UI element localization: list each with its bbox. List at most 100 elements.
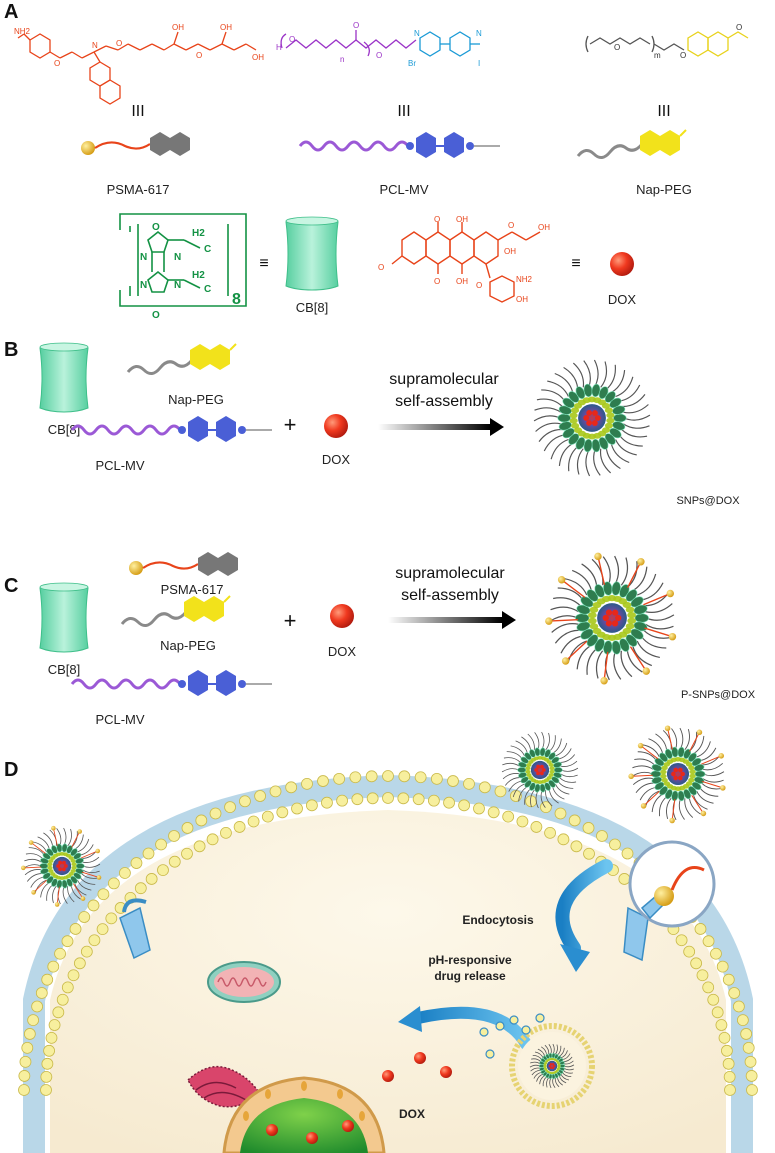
identical-sign-cb8: ≡ (259, 255, 268, 272)
snps-dox-nanoparticle (533, 359, 651, 477)
cb8-c-1: C (204, 244, 211, 255)
cb8-c-2: C (204, 284, 211, 295)
panel-label-c: C (4, 575, 18, 597)
p-snps-dox-left-cell (21, 825, 102, 907)
label-dox-a: DOX (608, 292, 637, 307)
cb8-barrel (285, 216, 339, 291)
nap-peg-cartoon-b (126, 343, 237, 375)
nap-peg-cartoon (576, 129, 687, 159)
label-nap-peg-b: Nap-PEG (168, 392, 224, 407)
dox-sphere-b (324, 414, 348, 438)
label-psma-617-c: PSMA-617 (161, 582, 224, 597)
peg-o-label-2: O (680, 51, 686, 60)
assembly-arrow-b (378, 418, 504, 436)
receptor-zoom-inset (628, 840, 716, 928)
label-dox-c: DOX (328, 644, 357, 659)
panel-label-a: A (4, 1, 18, 23)
endocytosis-arrow (555, 859, 613, 972)
drug-release-arrow (398, 1006, 532, 1050)
nap-peg-structure (585, 31, 749, 57)
dox-oh-1: OH (456, 215, 468, 224)
cb8-h2-1: H2 (192, 228, 205, 239)
cytoplasm (50, 810, 726, 1153)
pcl-h-label: H (276, 43, 282, 52)
cb8-barrel-b (39, 342, 89, 413)
psma-receptor-left (119, 898, 151, 960)
dox-free-2 (414, 1052, 426, 1064)
psma-617-cartoon (81, 132, 190, 156)
pcl-mv-cartoon-c (70, 670, 272, 696)
label-nap-peg-c: Nap-PEG (160, 638, 216, 653)
pcl-mv-cartoon (298, 132, 500, 158)
panel-label-d: D (4, 759, 18, 781)
arrow-label-c-2: self-assembly (401, 587, 499, 604)
dox-structure (391, 222, 541, 303)
plus-sign-c: + (284, 608, 297, 633)
mv-n-label-2: N (476, 29, 482, 38)
psma-617-structure (17, 31, 257, 105)
label-cb8-b: CB[8] (48, 422, 81, 437)
dox-oh-3: OH (538, 223, 550, 232)
cb8-eight: 8 (232, 291, 241, 308)
label-release-1: pH-responsive (428, 953, 512, 967)
dox-nucleus-1 (266, 1124, 278, 1136)
nucleus (222, 1076, 386, 1153)
nap-o-label: O (736, 23, 742, 32)
label-release-2: drug release (434, 969, 506, 983)
equiv-pclmv: III (397, 103, 410, 120)
pcl-o-label-2: O (353, 21, 359, 30)
label-cb8-c: CB[8] (48, 662, 81, 677)
snps-dox-cell-top (501, 731, 579, 809)
assembly-arrow-c (388, 611, 516, 629)
plus-sign-b: + (284, 412, 297, 437)
label-snps-dox: SNPs@DOX (676, 495, 740, 507)
cb8-n-1: N (140, 252, 147, 263)
dox-oh-5: OH (516, 295, 528, 304)
cb8-n-3: N (174, 252, 181, 263)
arrow-label-c-1: supramolecular (395, 565, 505, 582)
pcl-o-label-3: O (376, 51, 382, 60)
dox-sphere-a (610, 252, 634, 276)
nap-peg-cartoon-c (120, 595, 231, 627)
dox-o-1: O (434, 215, 440, 224)
label-nap-peg: Nap-PEG (636, 182, 692, 197)
dox-o-2: O (434, 277, 440, 286)
psma-nh2-label: NH2 (14, 27, 31, 36)
p-snps-dox-endosome (529, 1043, 575, 1089)
pcl-mv-structure (280, 30, 480, 57)
dox-nh2: NH2 (516, 275, 533, 284)
cb8-barrel-c (39, 582, 89, 653)
cb8-h2-2: H2 (192, 270, 205, 281)
pcl-o-label-1: O (289, 35, 295, 44)
label-dox-d: DOX (399, 1107, 425, 1121)
psma-o-label-2: O (116, 39, 122, 48)
dox-sphere-c (330, 604, 354, 628)
equiv-nappeg: III (657, 103, 670, 120)
mv-n-label-1: N (414, 29, 420, 38)
psma-oh-label-1: OH (172, 23, 184, 32)
pcl-mv-cartoon-b (70, 416, 272, 442)
cb8-structure (119, 213, 247, 307)
cb8-o-bottom: O (152, 310, 160, 321)
label-psma-617: PSMA-617 (107, 182, 170, 197)
equiv-psma: III (131, 103, 144, 120)
peg-o-label-1: O (614, 43, 620, 52)
psma-o-label-3: O (196, 51, 202, 60)
psma-oh-label-2: OH (220, 23, 232, 32)
dox-free-3 (440, 1066, 452, 1078)
arrow-label-b-1: supramolecular (389, 371, 499, 388)
dox-nucleus-3 (342, 1120, 354, 1132)
label-pcl-mv-c: PCL-MV (95, 712, 144, 727)
cb8-o-top: O (152, 222, 160, 233)
mv-i-label: I (478, 59, 480, 68)
label-endocytosis: Endocytosis (462, 913, 534, 927)
mitochondrion (207, 961, 281, 1003)
psma-oh-label-3: OH (252, 53, 264, 62)
label-pcl-mv: PCL-MV (379, 182, 428, 197)
p-snps-dox-nanoparticle (545, 552, 677, 685)
dox-o-3: O (508, 221, 514, 230)
dox-oh-2: OH (456, 277, 468, 286)
dox-free-1 (382, 1070, 394, 1082)
mv-br-label: Br (408, 59, 416, 68)
arrow-label-b-2: self-assembly (395, 393, 493, 410)
